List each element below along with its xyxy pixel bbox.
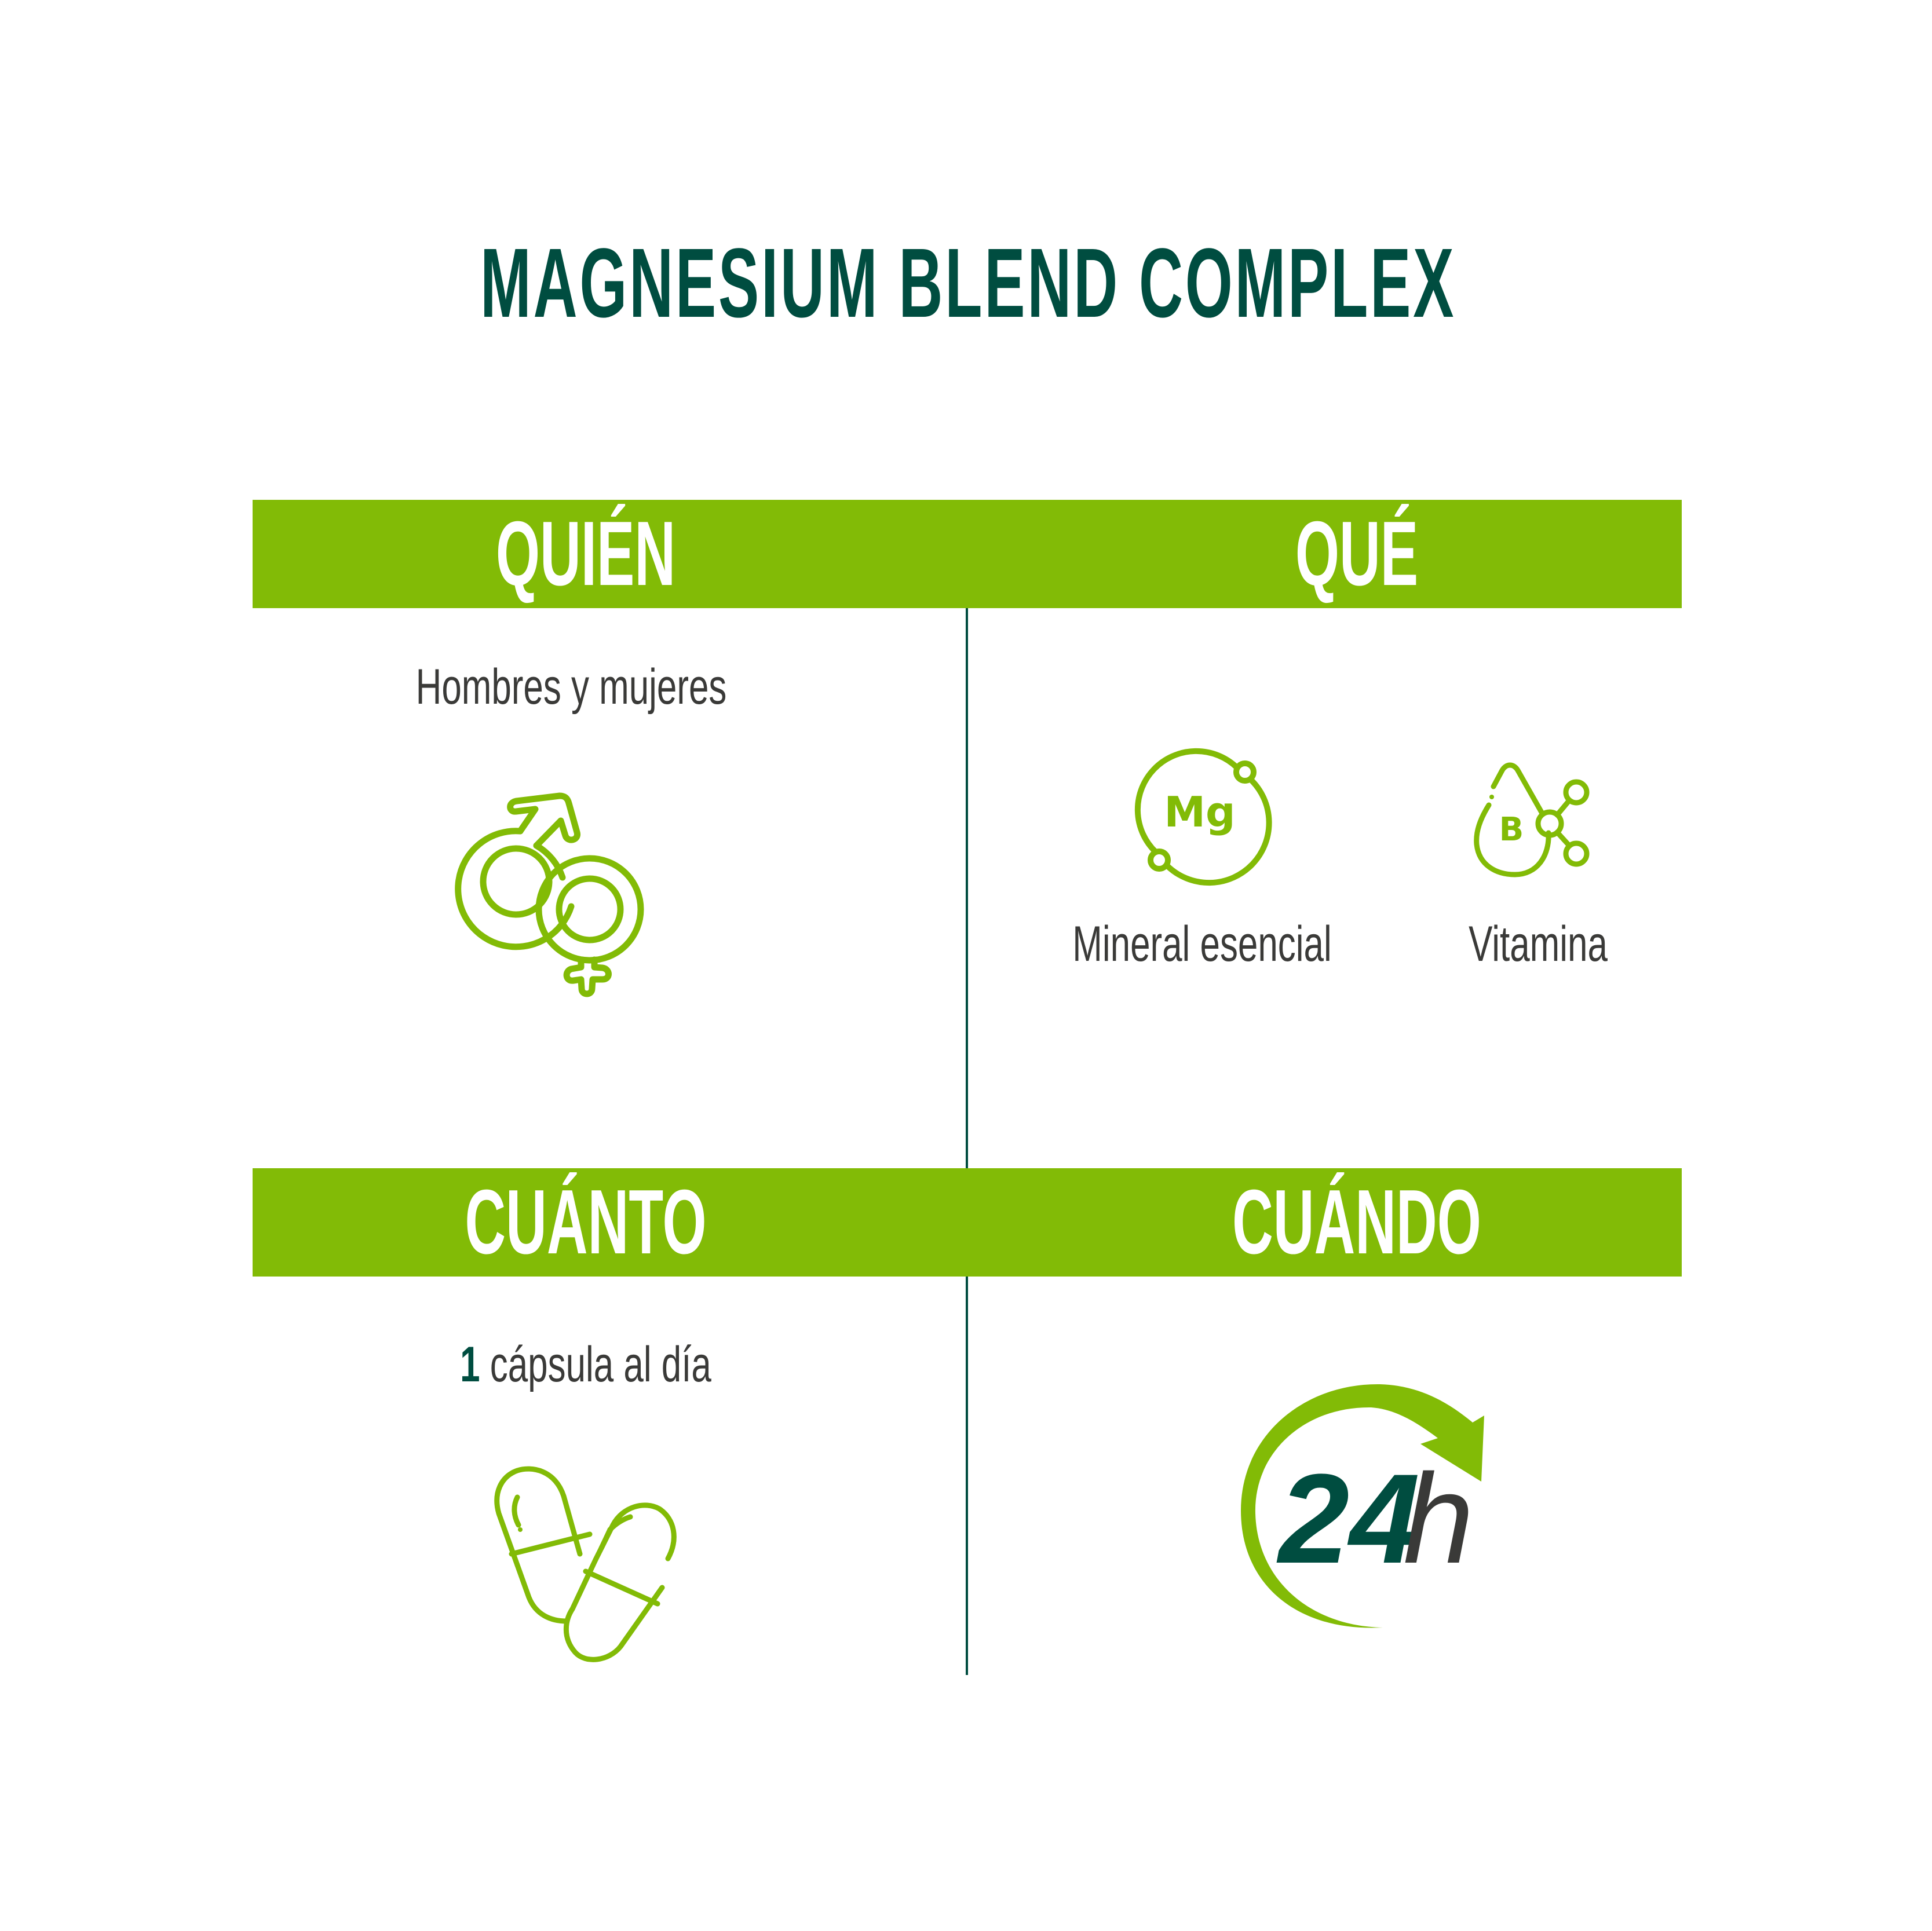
svg-text:h: h (1403, 1447, 1474, 1590)
quien-text: Hombres y mujeres (415, 659, 727, 715)
heading-que: QUÉ (1295, 503, 1419, 605)
heading-quien: QUIÉN (495, 503, 676, 605)
page-title: MAGNESIUM BLEND COMPLEX (480, 228, 1456, 338)
vitamin-b-drop-icon: B (1474, 762, 1602, 877)
heading-cuanto: CUÁNTO (465, 1171, 707, 1273)
svg-text:Mg: Mg (1164, 788, 1235, 836)
24h-cycle-icon: 24 h (1229, 1377, 1490, 1638)
svg-text:B: B (1499, 811, 1524, 849)
vertical-divider-bottom (966, 1277, 968, 1675)
dosage-text: 1 cápsula al día (346, 1340, 826, 1389)
gender-male-female-icon (455, 785, 644, 997)
vitamina-label: Vitamina (1469, 916, 1608, 972)
header-bar-bottom: CUÁNTO CUÁNDO (253, 1168, 1682, 1277)
heading-cuando: CUÁNDO (1232, 1171, 1481, 1273)
capsules-icon (494, 1461, 677, 1662)
header-bar-top: QUIÉN QUÉ (253, 500, 1682, 608)
dosage-amount: 1 (460, 1337, 480, 1392)
dosage-unit-text: cápsula al día (490, 1337, 711, 1392)
mineral-esencial-label: Mineral esencial (1072, 916, 1332, 972)
svg-text:24: 24 (1276, 1447, 1420, 1590)
magnesium-mg-icon: Mg (1134, 748, 1272, 886)
vertical-divider-top (966, 608, 968, 1168)
